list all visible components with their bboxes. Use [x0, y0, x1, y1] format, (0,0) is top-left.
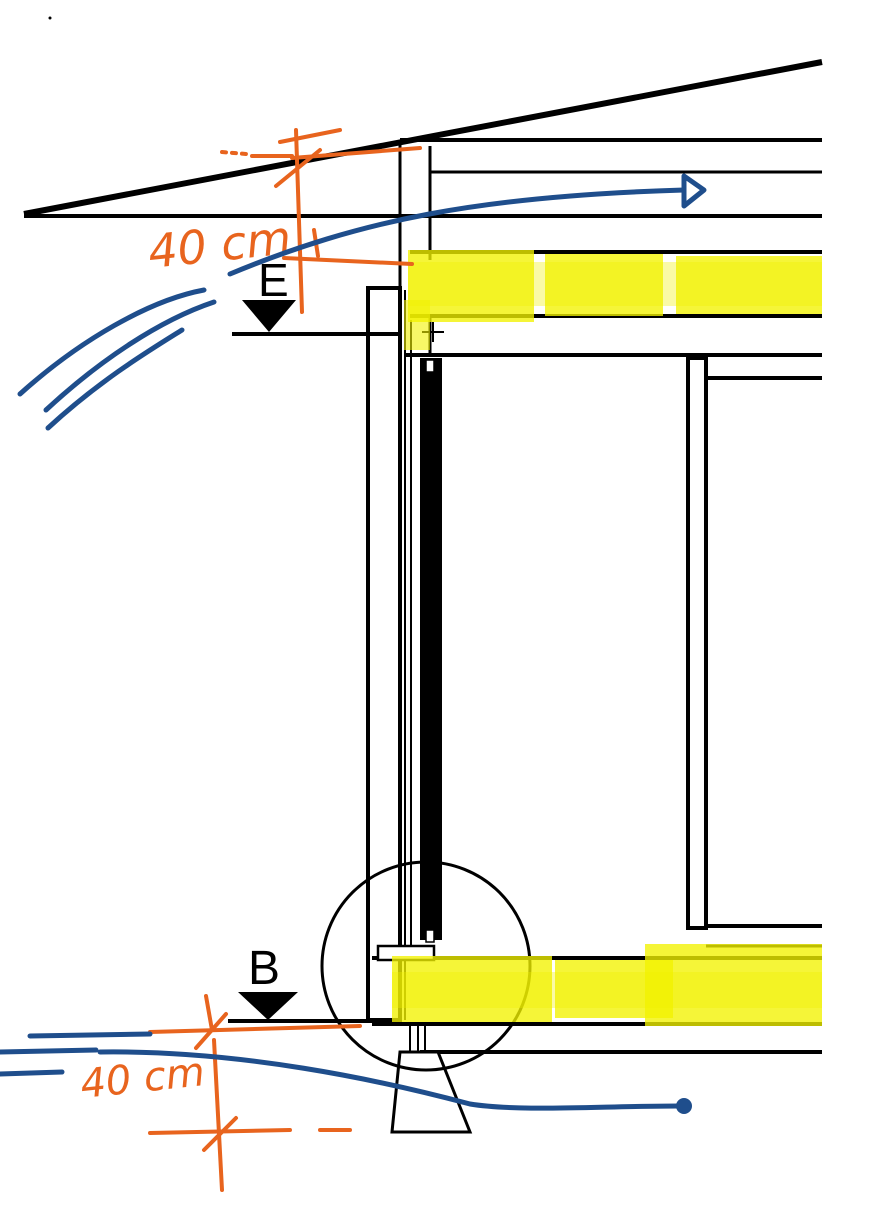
highlight-bottom-beam [392, 944, 822, 1026]
level-marker-top [232, 300, 402, 336]
level-marker-bottom [228, 992, 372, 1023]
airflow-bottom [0, 1031, 683, 1111]
dimension-label-bottom: 40 cm [78, 1049, 207, 1108]
highlight-top-beam [404, 250, 822, 350]
airflow-bottom-endpoint [676, 1098, 692, 1114]
roof [23, 59, 823, 320]
airflow-top [17, 187, 687, 431]
airflow-top-arrowhead [681, 173, 707, 209]
dimension-bottom [148, 994, 362, 1192]
wall [366, 286, 708, 1022]
stray-dot [48, 16, 52, 20]
level-label-bottom: B [248, 942, 280, 995]
